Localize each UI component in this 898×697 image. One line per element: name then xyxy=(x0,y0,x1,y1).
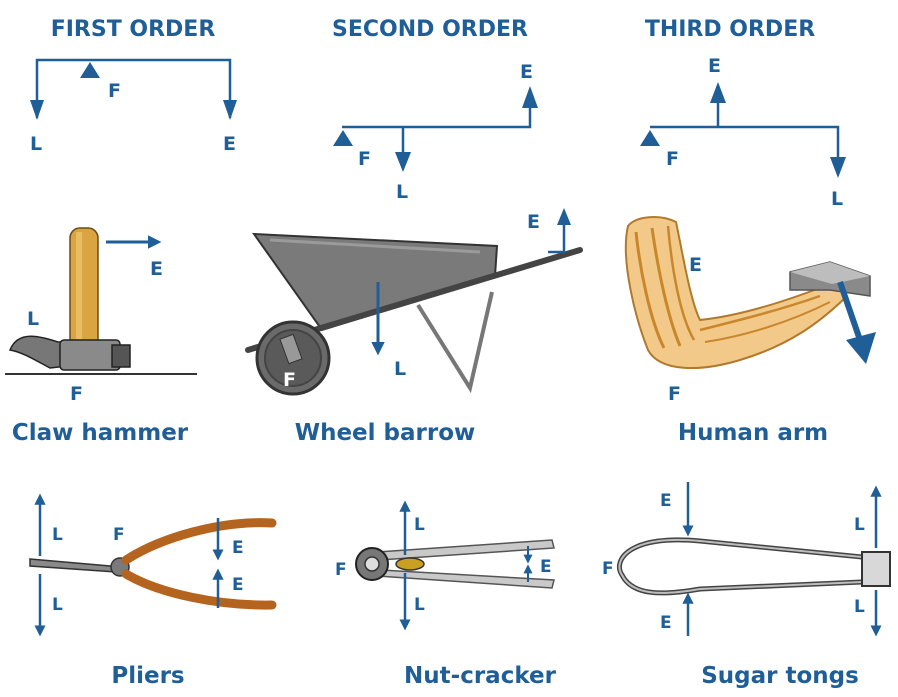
fulcrum-triangle xyxy=(80,62,100,78)
first-order-fulcrum-label: F xyxy=(108,80,121,102)
hammer-handle xyxy=(69,227,99,351)
human-arm-effort-label: E xyxy=(689,254,702,276)
nut-cracker-fulcrum-label: F xyxy=(335,560,347,580)
wheel-barrow-load-label: L xyxy=(394,358,406,380)
first-order-title: FIRST ORDER xyxy=(51,17,216,42)
second-order-fulcrum-label: F xyxy=(358,148,371,170)
pliers-upper-handle xyxy=(121,518,277,565)
barrow-tray xyxy=(251,232,499,332)
pliers-illustration: L L F E E xyxy=(29,493,277,637)
first-order-effort-label: E xyxy=(223,133,236,155)
sugar-tongs-effort-lower-label: E xyxy=(660,613,672,633)
sugar-cube xyxy=(861,551,891,587)
nut xyxy=(395,557,425,571)
barrow-leg xyxy=(416,291,494,394)
sugar-tongs-caption: Sugar tongs xyxy=(701,663,859,689)
claw-hammer-effort-label: E xyxy=(150,258,163,280)
claw-hammer-fulcrum-label: F xyxy=(70,383,83,405)
sugar-tongs-illustration: E E F L L xyxy=(602,482,891,637)
load-arrow xyxy=(837,281,863,341)
nut-cracker-caption: Nut-cracker xyxy=(404,663,557,689)
nut-cracker-upper-arm xyxy=(377,539,555,561)
nut-cracker-load-upper-label: L xyxy=(414,515,425,535)
sugar-tongs-fulcrum-label: F xyxy=(602,559,614,579)
nut-cracker-illustration: L L F E xyxy=(335,500,555,631)
pliers-lower-handle xyxy=(121,569,277,610)
wheel-barrow-caption: Wheel barrow xyxy=(295,420,476,446)
third-order-lever xyxy=(650,125,840,160)
pliers-effort-upper-label: E xyxy=(232,538,244,558)
human-arm-caption: Human arm xyxy=(678,420,828,446)
hammer-head xyxy=(59,339,121,371)
sugar-tongs-effort-upper-label: E xyxy=(660,491,672,511)
third-order-load-label: L xyxy=(831,188,843,210)
nut-cracker-effort-label: E xyxy=(540,557,552,577)
fulcrum-triangle xyxy=(640,130,660,146)
second-order-load-label: L xyxy=(396,181,408,203)
wheel-barrow-effort-label: E xyxy=(527,211,540,233)
second-order-schematic: E F L xyxy=(333,61,538,203)
pliers-load-upper-label: L xyxy=(52,525,63,545)
nut-cracker-load-lower-label: L xyxy=(414,595,425,615)
first-order-lever xyxy=(35,58,232,118)
pliers-fulcrum-label: F xyxy=(113,525,125,545)
wheel-barrow-illustration: F L E xyxy=(245,208,583,396)
claw-hammer-illustration: E L F xyxy=(5,227,197,405)
nut-cracker-lower-arm xyxy=(377,569,555,589)
pliers-jaws xyxy=(29,558,118,573)
arm-shape xyxy=(624,216,847,369)
sugar-tongs-load-lower-label: L xyxy=(854,597,865,617)
claw-hammer-load-label: L xyxy=(27,308,39,330)
first-order-load-label: L xyxy=(30,133,42,155)
pliers-load-lower-label: L xyxy=(52,595,63,615)
claw-hammer-caption: Claw hammer xyxy=(12,420,189,446)
fulcrum-triangle xyxy=(333,130,353,146)
human-arm-illustration: E F xyxy=(624,216,876,405)
third-order-fulcrum-label: F xyxy=(666,148,679,170)
second-order-effort-label: E xyxy=(520,61,533,83)
third-order-effort-label: E xyxy=(708,55,721,77)
wheel-barrow-fulcrum-label: F xyxy=(283,369,296,391)
third-order-title: THIRD ORDER xyxy=(645,17,815,42)
human-arm-fulcrum-label: F xyxy=(668,383,681,405)
tongs-arms xyxy=(616,537,863,596)
third-order-schematic: E F L xyxy=(640,55,846,210)
second-order-title: SECOND ORDER xyxy=(332,17,528,42)
second-order-lever xyxy=(342,105,532,129)
pliers-caption: Pliers xyxy=(111,663,184,689)
pliers-effort-lower-label: E xyxy=(232,575,244,595)
first-order-schematic: F L E xyxy=(30,58,237,155)
sugar-tongs-load-upper-label: L xyxy=(854,515,865,535)
